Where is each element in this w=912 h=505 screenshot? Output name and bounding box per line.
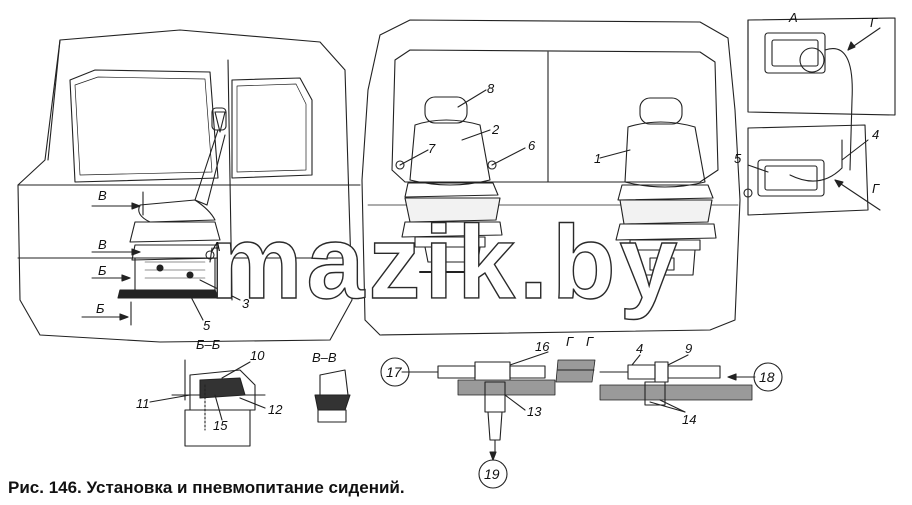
seat-2 [395, 96, 503, 273]
section-label-bb: Б–Б [196, 337, 221, 352]
view-a-detail [747, 17, 896, 171]
view-label-v-lower: В [98, 237, 107, 252]
label-12: 12 [268, 402, 283, 417]
view-label-a-top: А [788, 10, 798, 25]
port-17-circle [380, 357, 410, 387]
section-bb [149, 359, 266, 447]
driver-seat-side [117, 107, 227, 299]
view-label-g-top: Г [870, 15, 878, 30]
label-17: 17 [386, 364, 403, 380]
label-10: 10 [250, 348, 265, 363]
pneumatic-assembly-left [401, 351, 556, 456]
figure-caption: Рис. 146. Установка и пневмопитание сиде… [8, 478, 405, 497]
label-2: 2 [491, 122, 500, 137]
label-13: 13 [527, 404, 542, 419]
view-label-g-break-right: Г [586, 334, 594, 349]
label-6: 6 [528, 138, 536, 153]
label-5-left: 5 [203, 318, 211, 333]
label-9: 9 [685, 341, 692, 356]
leader-lines-mid [399, 89, 631, 166]
pneumatic-assembly-right [599, 354, 756, 413]
section-vv [314, 369, 351, 423]
cab-side-window-left [69, 69, 219, 183]
watermark: mazik.by [210, 205, 681, 321]
view-label-g-break-left: Г [566, 334, 574, 349]
cab-side-view [17, 29, 361, 343]
view-label-b-lower: Б [96, 301, 105, 316]
section-arrows-left [81, 191, 241, 326]
label-16: 16 [535, 339, 550, 354]
label-1: 1 [594, 151, 601, 166]
label-3: 3 [242, 296, 250, 311]
port-18-circle [753, 362, 783, 392]
label-4-assembly: 4 [636, 341, 643, 356]
view-label-b-upper: Б [98, 263, 107, 278]
label-11: 11 [136, 396, 150, 411]
label-19: 19 [484, 466, 500, 482]
label-7: 7 [428, 141, 436, 156]
label-8: 8 [487, 81, 495, 96]
label-14: 14 [682, 412, 696, 427]
part-labels: 8 2 7 6 1 3 5 5 4 4 9 10 11 12 13 14 15 … [96, 10, 880, 482]
view-label-g-mid: Г [872, 181, 880, 196]
label-15: 15 [213, 418, 228, 433]
label-5-right: 5 [734, 151, 742, 166]
label-18: 18 [759, 369, 775, 385]
label-4-right: 4 [872, 127, 879, 142]
cab-side-window-right [231, 77, 313, 179]
pneumatic-pipe-break [555, 359, 596, 383]
seat-1 [615, 97, 717, 276]
view-label-v-upper: В [98, 188, 107, 203]
section-label-vv: В–В [312, 350, 337, 365]
view-g-detail [743, 124, 881, 216]
view-label-a-seat: А [211, 239, 221, 254]
